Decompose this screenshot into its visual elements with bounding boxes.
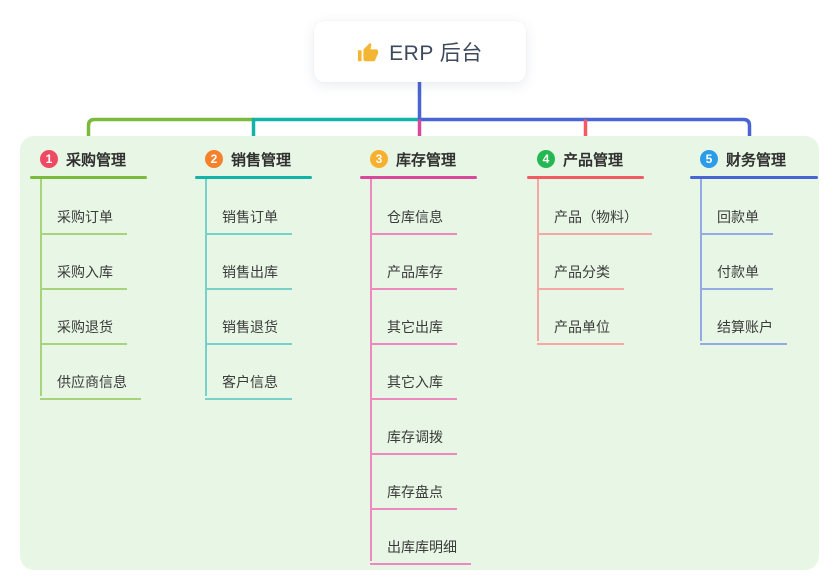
- branch-node-采购管理[interactable]: 1 采购管理: [40, 147, 126, 171]
- branch-trunk-line: [700, 179, 702, 341]
- root-node[interactable]: ERP 后台: [314, 21, 526, 82]
- branch-trunk-line: [370, 179, 372, 561]
- child-node-销售退货[interactable]: 销售退货: [205, 307, 292, 345]
- branch-3: 3 库存管理仓库信息产品库存其它出库其它入库库存调拨库存盘点出库库明细: [360, 136, 477, 570]
- child-node-其它入库[interactable]: 其它入库: [370, 362, 457, 400]
- child-node-产品分类[interactable]: 产品分类: [537, 252, 624, 290]
- branch-trunk-line: [537, 179, 539, 341]
- branch-underline: [30, 176, 147, 179]
- branch-number-badge: 2: [205, 150, 223, 168]
- child-node-其它出库[interactable]: 其它出库: [370, 307, 457, 345]
- branch-node-库存管理[interactable]: 3 库存管理: [370, 147, 456, 171]
- branch-label: 采购管理: [66, 151, 127, 169]
- child-node-客户信息[interactable]: 客户信息: [205, 362, 292, 400]
- branches-panel: 1 采购管理采购订单采购入库采购退货供应商信息 2 销售管理销售订单销售出库销售退货客…: [20, 136, 819, 570]
- branch-label: 财务管理: [726, 151, 787, 169]
- child-node-付款单[interactable]: 付款单: [700, 252, 773, 290]
- thumbs-up-icon: [358, 42, 379, 61]
- child-node-出库库明细[interactable]: 出库库明细: [370, 527, 471, 565]
- child-node-采购订单[interactable]: 采购订单: [40, 197, 127, 235]
- root-title: ERP 后台: [389, 41, 483, 65]
- child-node-销售出库[interactable]: 销售出库: [205, 252, 292, 290]
- branch-underline: [690, 176, 818, 179]
- branch-label: 产品管理: [563, 151, 624, 169]
- branch-1: 1 采购管理采购订单采购入库采购退货供应商信息: [30, 136, 147, 570]
- branch-5: 5 财务管理回款单付款单结算账户: [690, 136, 818, 570]
- branch-trunk-line: [205, 179, 207, 396]
- branch-number-badge: 5: [700, 150, 718, 168]
- child-node-销售订单[interactable]: 销售订单: [205, 197, 292, 235]
- child-node-采购入库[interactable]: 采购入库: [40, 252, 127, 290]
- child-node-结算账户[interactable]: 结算账户: [700, 307, 787, 345]
- child-node-供应商信息[interactable]: 供应商信息: [40, 362, 141, 400]
- branch-2: 2 销售管理销售订单销售出库销售退货客户信息: [195, 136, 312, 570]
- child-node-产品单位[interactable]: 产品单位: [537, 307, 624, 345]
- child-node-仓库信息[interactable]: 仓库信息: [370, 197, 457, 235]
- child-node-产品（物料）[interactable]: 产品（物料）: [537, 197, 652, 235]
- branch-4: 4 产品管理产品（物料） 产品分类产品单位: [527, 136, 652, 570]
- branch-number-badge: 4: [537, 150, 555, 168]
- branch-node-财务管理[interactable]: 5 财务管理: [700, 147, 786, 171]
- branch-underline: [360, 176, 477, 179]
- child-node-回款单[interactable]: 回款单: [700, 197, 773, 235]
- branch-trunk-line: [40, 179, 42, 396]
- branch-label: 库存管理: [396, 151, 457, 169]
- child-node-产品库存[interactable]: 产品库存: [370, 252, 457, 290]
- branch-node-产品管理[interactable]: 4 产品管理: [537, 147, 623, 171]
- branch-number-badge: 1: [40, 150, 58, 168]
- branch-underline: [195, 176, 312, 179]
- branch-label: 销售管理: [231, 151, 292, 169]
- child-node-库存盘点[interactable]: 库存盘点: [370, 472, 457, 510]
- branch-underline: [527, 176, 644, 179]
- child-node-采购退货[interactable]: 采购退货: [40, 307, 127, 345]
- branch-node-销售管理[interactable]: 2 销售管理: [205, 147, 291, 171]
- branch-number-badge: 3: [370, 150, 388, 168]
- child-node-库存调拨[interactable]: 库存调拨: [370, 417, 457, 455]
